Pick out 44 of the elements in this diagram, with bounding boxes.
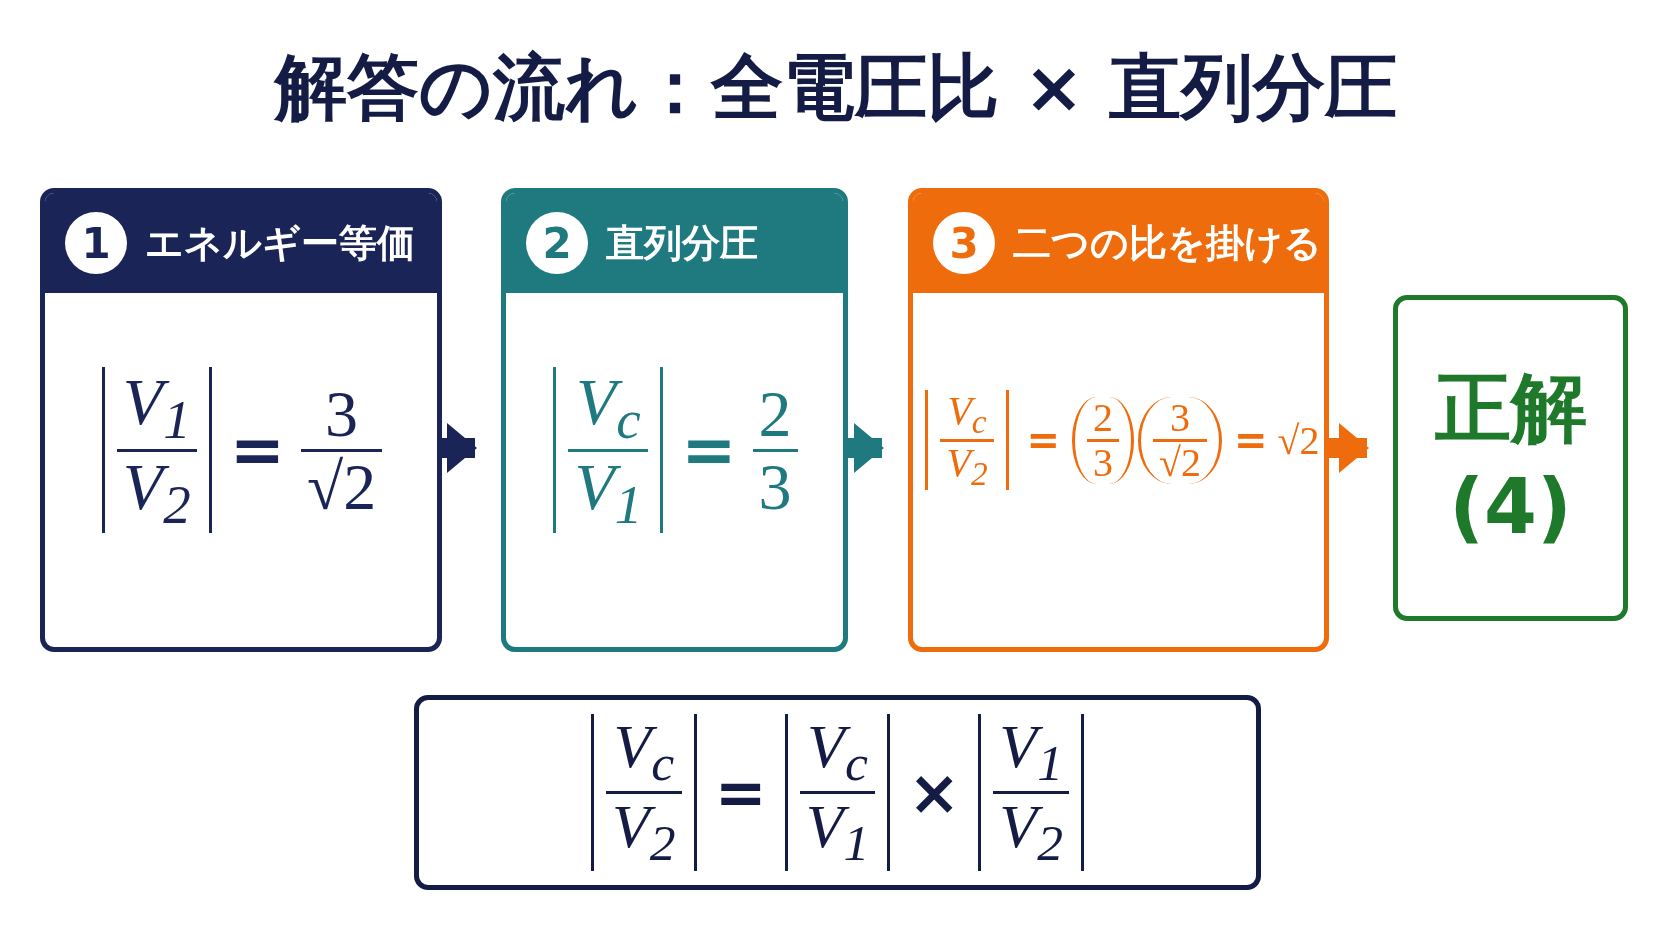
number-badge: 2 (526, 212, 588, 274)
numerator: 3 (324, 379, 360, 449)
number-badge: 1 (65, 212, 127, 274)
arrow (1329, 423, 1369, 473)
denominator: √2 (1158, 441, 1203, 484)
denominator: 3 (1092, 441, 1115, 484)
numerator: 2 (757, 379, 793, 449)
numerator: V$_{1}$ (998, 714, 1064, 791)
operator-sign: × (908, 756, 961, 829)
arrow (848, 423, 884, 473)
numerator: 2 (1092, 396, 1115, 439)
numerator: V$_{c}$ (612, 714, 676, 791)
step-box (908, 188, 1329, 652)
answer-label: 正解 (1434, 362, 1587, 455)
operator-sign: = (681, 411, 737, 489)
denominator: V$_{2}$ (611, 794, 677, 871)
arrow (442, 423, 477, 473)
operator-sign: = (714, 756, 767, 829)
answer-box (1393, 295, 1628, 621)
operator-sign: = (1026, 417, 1061, 463)
step-box (40, 188, 442, 652)
step-heading: 直列分圧 (606, 219, 758, 267)
numerator: 3 (1169, 396, 1192, 439)
operator-sign: = (229, 411, 285, 489)
step-heading: エネルギー等価 (145, 219, 415, 267)
answer-number: (4) (1449, 461, 1572, 553)
formula-term: √2 (1277, 416, 1320, 464)
denominator: 3 (757, 451, 793, 521)
operator-sign: = (1234, 417, 1268, 463)
denominator: V$_{2}$ (945, 441, 989, 491)
step-box (501, 188, 848, 652)
numerator: V$_{c}$ (946, 389, 988, 439)
step-heading: 二つの比を掛ける (1013, 219, 1322, 267)
denominator: V$_{1}$ (804, 794, 871, 871)
denominator: V$_{2}$ (121, 451, 192, 534)
title: 解答の流れ：全電圧比 × 直列分圧 (272, 44, 1399, 131)
denominator: V$_{2}$ (998, 794, 1064, 871)
denominator: √2 (305, 451, 378, 521)
numerator: V$_{1}$ (121, 366, 192, 449)
numerator: V$_{c}$ (574, 366, 642, 449)
denominator: V$_{1}$ (573, 451, 644, 534)
number-badge: 3 (933, 212, 995, 274)
numerator: V$_{c}$ (806, 714, 869, 791)
formula-box (414, 695, 1261, 890)
